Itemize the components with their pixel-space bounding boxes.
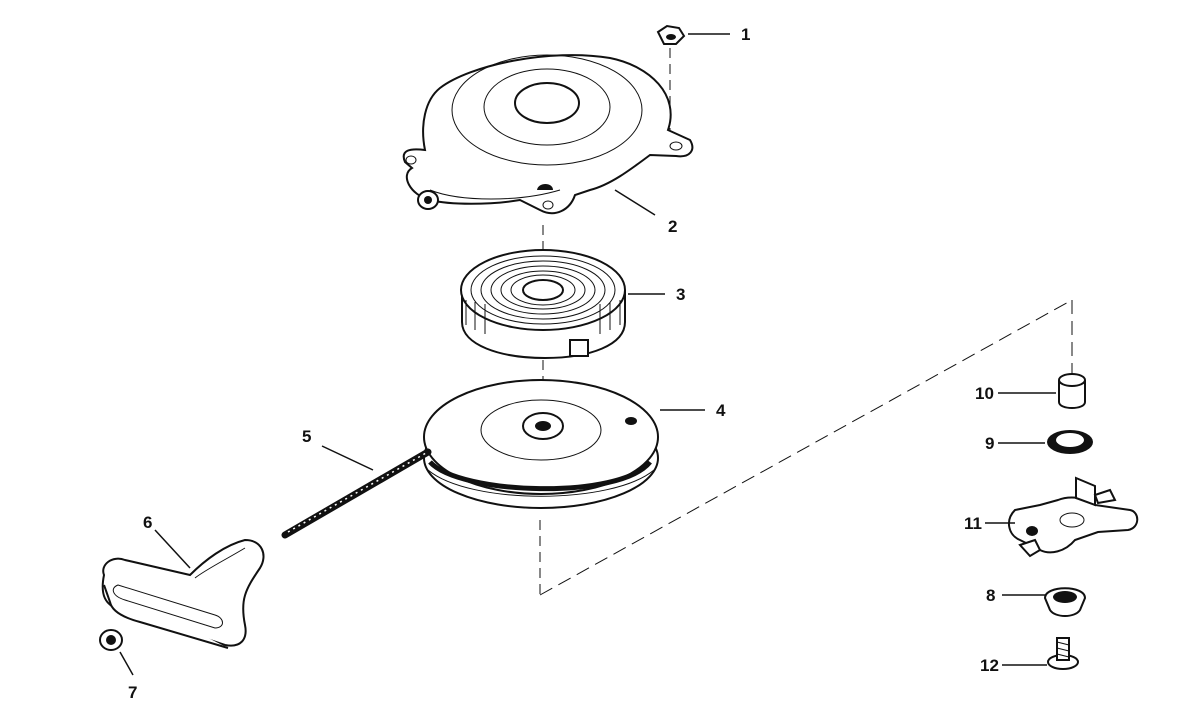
- callout-5: 5: [302, 427, 311, 446]
- pawl-bracket: [1008, 476, 1139, 558]
- callout-11: 11: [964, 514, 982, 533]
- retainer-cup: [1043, 587, 1087, 617]
- callout-4: 4: [716, 401, 726, 420]
- callout-2: 2: [668, 217, 677, 236]
- callout-10: 10: [975, 384, 994, 403]
- recoil-spring: [460, 249, 626, 360]
- starter-housing: [402, 54, 694, 215]
- small-nut: [99, 629, 123, 651]
- starter-rope: [281, 448, 432, 539]
- washer: [1047, 430, 1093, 454]
- t-handle: [101, 538, 265, 649]
- callout-leaders: [119, 33, 1056, 676]
- spacer-bushing: [1058, 373, 1086, 409]
- callout-12: 12: [980, 656, 999, 675]
- rope-pulley: [423, 379, 659, 509]
- callout-7: 7: [128, 683, 137, 702]
- callout-3: 3: [676, 285, 685, 304]
- callout-1: 1: [741, 25, 750, 44]
- callout-9: 9: [985, 434, 994, 453]
- hex-nut: [656, 24, 686, 45]
- callout-8: 8: [986, 586, 995, 605]
- callout-6: 6: [143, 513, 152, 532]
- screw: [1047, 637, 1079, 670]
